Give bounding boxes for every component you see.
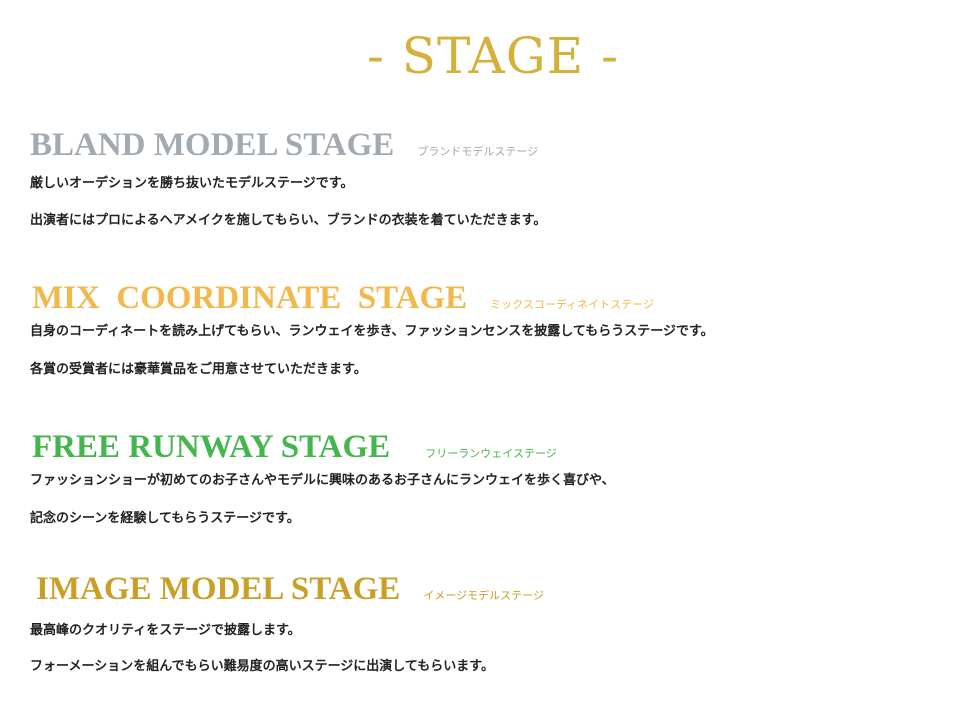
section-title: IMAGE MODEL STAGE <box>36 571 401 607</box>
section-description-line: 出演者にはプロによるヘアメイクを施してもらい、ブランドの衣装を着ていただきます。 <box>30 213 547 228</box>
section-heading-row: MIX COORDINATE STAGE ミックスコーディネイトステージ <box>32 278 654 318</box>
section-description-line: フォーメーションを組んでもらい難易度の高いステージに出演してもらいます。 <box>30 659 494 674</box>
section-subtitle: イメージモデルステージ <box>423 589 544 602</box>
section-heading-row: BLAND MODEL STAGE ブランドモデルステージ <box>30 125 538 165</box>
section-description-line: 記念のシーンを経験してもらうステージです。 <box>30 511 300 526</box>
section-title: FREE RUNWAY STAGE <box>32 429 391 465</box>
section-subtitle: ミックスコーディネイトステージ <box>490 298 654 311</box>
section-description-line: 厳しいオーデションを勝ち抜いたモデルステージです。 <box>30 176 354 191</box>
section-description-line: 各賞の受賞者には豪華賞品をご用意させていただきます。 <box>30 362 367 377</box>
section-title: MIX COORDINATE STAGE <box>32 280 468 316</box>
section-subtitle: フリーランウェイステージ <box>425 447 557 460</box>
section-description-line: ファッションショーが初めてのお子さんやモデルに興味のあるお子さんにランウェイを歩… <box>30 473 615 488</box>
section-description-line: 自身のコーディネートを読み上げてもらい、ランウェイを歩き、ファッションセンスを披… <box>30 324 714 339</box>
section-heading-row: FREE RUNWAY STAGE フリーランウェイステージ <box>32 427 557 467</box>
page-title: - STAGE - <box>367 27 619 85</box>
section-title: BLAND MODEL STAGE <box>30 127 395 163</box>
section-subtitle: ブランドモデルステージ <box>417 145 539 158</box>
section-heading-row: IMAGE MODEL STAGE イメージモデルステージ <box>36 569 544 609</box>
section-description-line: 最高峰のクオリティをステージで披露します。 <box>30 623 301 638</box>
